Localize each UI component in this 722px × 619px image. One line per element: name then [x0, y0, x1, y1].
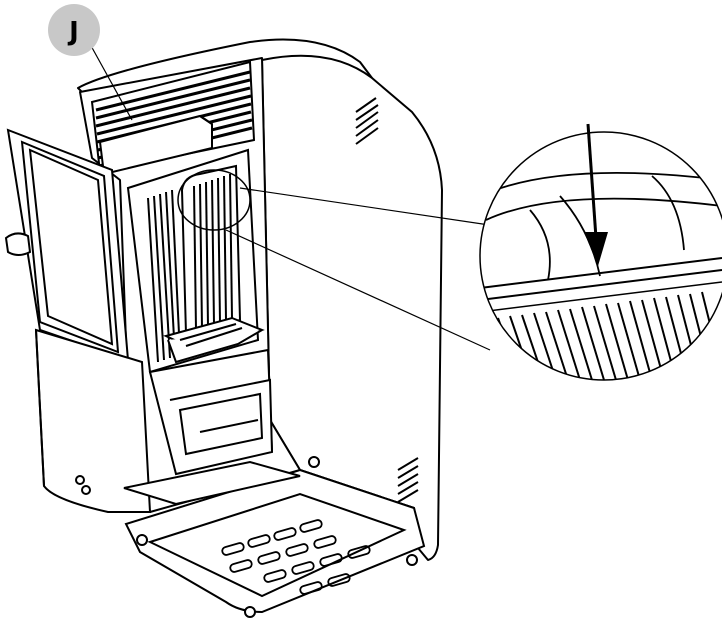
callout-badge: J: [48, 4, 100, 56]
firebox: [126, 148, 260, 374]
detail-magnifier: [479, 131, 722, 381]
open-door: [4, 128, 152, 513]
ash-drawer-cavity: [148, 348, 274, 476]
leveling-feet: [136, 456, 418, 618]
burn-pot: [163, 316, 265, 364]
callout-label: J: [67, 17, 79, 47]
detail-focus-circle: [177, 169, 251, 231]
heat-exchanger-plate: [180, 164, 242, 336]
side-vent-slots-lower: [397, 457, 419, 503]
base-plate: [123, 460, 426, 614]
downward-arrow-icon: [584, 123, 608, 266]
leader-lines: [89, 43, 497, 351]
side-vent-slots-upper: [355, 97, 379, 145]
